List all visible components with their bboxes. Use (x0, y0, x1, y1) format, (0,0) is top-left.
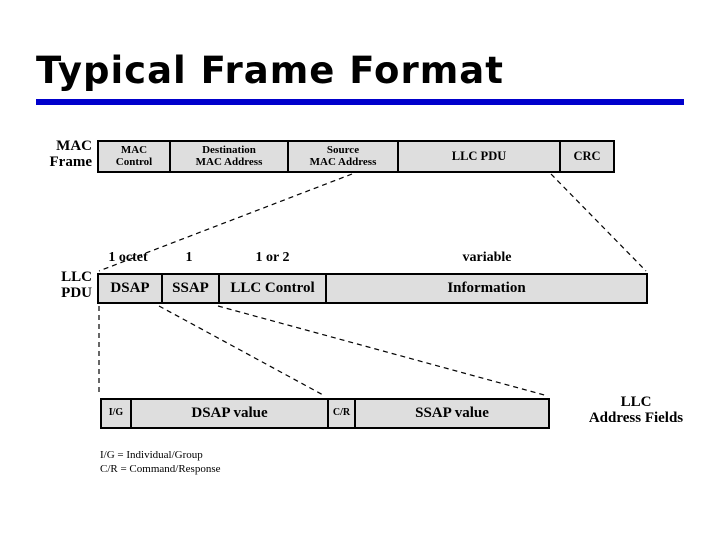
cell-crc: CRC (559, 142, 613, 171)
legend-footnotes: I/G = Individual/Group C/R = Command/Res… (100, 449, 221, 475)
leader-ssap-right (217, 305, 549, 397)
size-label-ssap: 1 (185, 250, 193, 265)
cell-ig-bit: I/G (102, 400, 130, 427)
cell-dsap: DSAP (99, 275, 161, 302)
cell-cr-bit: C/R (327, 400, 354, 427)
llc-address-fields-label: LLC Address Fields (588, 394, 684, 426)
cell-destination-mac-address: Destination MAC Address (169, 142, 287, 171)
cell-source-mac-address: Source MAC Address (287, 142, 397, 171)
llc-pdu-label: LLC PDU (61, 269, 92, 301)
size-label-dsap: 1 octet (108, 250, 148, 265)
page-title: Typical Frame Format (36, 49, 504, 92)
mac-frame-label: MAC Frame (49, 138, 92, 170)
cell-dsap-value: DSAP value (130, 400, 327, 427)
mac-frame-row: MAC Control Destination MAC Address Sour… (97, 140, 615, 173)
size-label-information: variable (462, 250, 512, 265)
llc-address-fields-row: I/G DSAP value C/R SSAP value (100, 398, 550, 429)
cell-llc-pdu: LLC PDU (397, 142, 559, 171)
llc-pdu-row: DSAP SSAP LLC Control Information (97, 273, 648, 304)
cell-mac-control: MAC Control (99, 142, 169, 171)
size-label-llc-control: 1 or 2 (255, 250, 290, 265)
cell-ssap-value: SSAP value (354, 400, 548, 427)
title-divider (36, 99, 684, 105)
cell-llc-control: LLC Control (218, 275, 325, 302)
leader-dsap-right (158, 305, 326, 397)
cell-ssap: SSAP (161, 275, 218, 302)
cell-information: Information (325, 275, 646, 302)
